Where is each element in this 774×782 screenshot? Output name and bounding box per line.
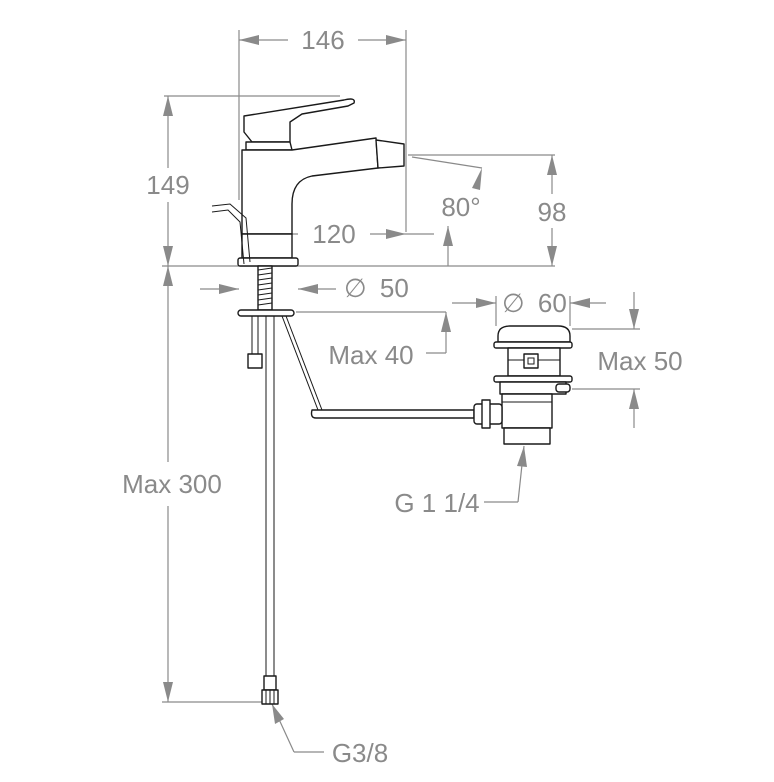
label-height-149: 149 <box>146 170 189 200</box>
diameter-symbol: ∅ <box>344 273 367 303</box>
label-height-98: 98 <box>538 197 567 227</box>
label-g-1-1-4: G 1 1/4 <box>394 488 479 518</box>
label-diameter-60: ∅ 60 <box>502 288 567 318</box>
lever-handle <box>243 98 355 143</box>
label-g-3-8: G3/8 <box>332 738 388 768</box>
mounting-assembly <box>237 265 295 705</box>
label-max-50: Max 50 <box>597 346 682 376</box>
diameter-symbol: ∅ <box>502 288 525 318</box>
mixer-body <box>211 98 405 267</box>
label-reach-120: 120 <box>312 219 355 249</box>
aerator-nozzle <box>375 139 405 169</box>
label-max-300: Max 300 <box>122 469 222 499</box>
popup-rod <box>211 209 245 265</box>
spout-body <box>241 137 379 235</box>
waste-valve <box>473 325 573 445</box>
base-ring <box>237 257 299 267</box>
label-width-146: 146 <box>301 25 344 55</box>
hose-connector <box>263 675 277 691</box>
popup-linkage <box>281 315 475 419</box>
waste-plug <box>497 325 571 343</box>
label-diameter-50: ∅ 50 <box>344 273 409 303</box>
dimension-labels: 146 149 120 80° 98 ∅ 50 ∅ 60 Max 40 Max … <box>122 25 683 768</box>
fixing-plate <box>237 309 295 317</box>
label-angle-80: 80° <box>441 192 480 222</box>
fixing-nut <box>247 353 263 369</box>
label-max-40: Max 40 <box>328 340 413 370</box>
